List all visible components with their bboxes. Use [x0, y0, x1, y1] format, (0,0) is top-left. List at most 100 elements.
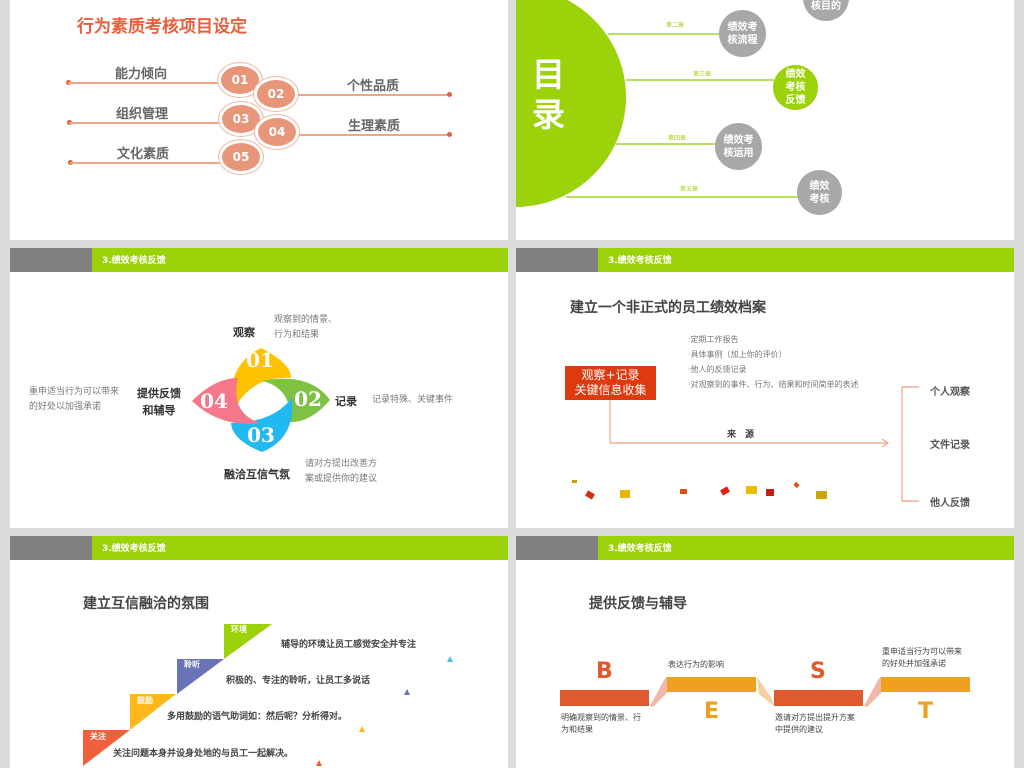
source-arrow: [609, 386, 919, 502]
slide-3-feedback-cycle[interactable]: 3.绩效考核反馈 01 02 03 04 观察 观察到的情景、行为和结果 记录 …: [10, 248, 508, 528]
letter-e: E: [704, 699, 720, 724]
key-info-box: 观察+记录关键信息收集: [565, 366, 656, 400]
confetti: [680, 489, 687, 494]
number-badge: 01: [221, 66, 259, 94]
step-triangle: [130, 694, 176, 730]
chapter-line: [566, 196, 802, 198]
b-text: 明确观察到的情景、行为和结果: [561, 713, 641, 734]
slide-4-performance-file[interactable]: 3.绩效考核反馈 建立一个非正式的员工绩效档案 ·定期工作报告·具体事例（加上你…: [516, 248, 1014, 528]
bar-b: [560, 690, 649, 706]
step-text: 积极的、专注的聆听，让员工多说话: [226, 676, 371, 686]
connector-line: [296, 134, 448, 136]
slide-title: 建立互信融洽的氛围: [83, 596, 209, 612]
step-desc: 重申适当行为可以带来的好处以加强承诺: [29, 387, 120, 412]
connector-line: [296, 94, 448, 96]
confetti: [746, 486, 757, 494]
step-text: 多用鼓励的语气助词如：然后呢？分析得对。: [167, 712, 348, 722]
step-desc: 记录特殊、关键事件: [372, 395, 454, 405]
step-triangle: [83, 730, 130, 766]
bar-t: [881, 677, 970, 692]
chapter-line: [626, 79, 774, 81]
chapter-tag: 第三章: [693, 71, 712, 78]
marker-triangle: [447, 656, 453, 662]
item-label: 生理素质: [348, 119, 401, 134]
header-text: 3.绩效考核反馈: [608, 544, 672, 554]
step-tag: 聆听: [184, 660, 200, 669]
chapter-line: [616, 143, 716, 145]
connector-line: [70, 162, 230, 164]
step-triangle: [177, 659, 224, 694]
chapter-circle[interactable]: 绩效考核目的: [803, 0, 849, 21]
step-number: 03: [247, 423, 275, 447]
petal-03: [231, 398, 293, 452]
header-text: 3.绩效考核反馈: [102, 256, 166, 266]
section-header: 3.绩效考核反馈: [10, 248, 508, 272]
source-item: 个人观察: [930, 387, 970, 398]
header-text: 3.绩效考核反馈: [608, 256, 672, 266]
item-label: 文化素质: [117, 147, 170, 162]
confetti: [620, 490, 630, 498]
step-desc: 观察到的情景、行为和结果: [274, 315, 338, 340]
item-label: 能力倾向: [115, 67, 168, 82]
slide-title: 建立一个非正式的员工绩效档案: [570, 300, 766, 316]
contents-heading: 目录: [532, 55, 565, 134]
chapter-circle[interactable]: 绩效考核流程: [719, 10, 766, 57]
header-text: 3.绩效考核反馈: [102, 544, 166, 554]
chapter-tag: 第二章: [666, 22, 685, 29]
step-name: 记录: [335, 395, 357, 408]
chapter-circle[interactable]: 绩效考核运用: [715, 123, 762, 170]
step-number: 01: [246, 348, 274, 372]
s-text: 邀请对方提出提升方案中提供的建议: [775, 713, 855, 734]
bar-s: [774, 690, 863, 706]
step-triangle: [224, 624, 272, 659]
line-dot: [447, 92, 452, 97]
step-name: 融洽互信气氛: [224, 468, 290, 481]
source-label: 来 源: [727, 430, 755, 440]
t-text: 重申适当行为可以带来的好处并加强承诺: [882, 647, 962, 668]
marker-triangle: [316, 760, 322, 766]
connector-line: [68, 82, 230, 84]
item-label: 个性品质: [347, 79, 400, 94]
staircase: [83, 624, 453, 766]
chapter-circle-active[interactable]: 绩效考核反馈: [773, 65, 818, 110]
chapter-circle[interactable]: 绩效考核: [797, 170, 842, 215]
source-item: 文件记录: [930, 440, 970, 451]
source-item: 他人反馈: [930, 498, 970, 509]
confetti: [766, 489, 774, 496]
step-text: 辅导的环境让员工感觉安全并专注: [281, 640, 417, 650]
slide-1-quality-items[interactable]: 行为素质考核项目设定 能力倾向 组织管理 文化素质 个性品质 生理素质 01 0…: [10, 0, 508, 240]
petal-04: [192, 378, 260, 424]
chapter-line: [608, 33, 720, 35]
number-badge: 03: [222, 105, 260, 133]
marker-triangle: [359, 726, 365, 732]
slide-5-trust-atmosphere[interactable]: 3.绩效考核反馈 建立互信融洽的氛围 关注 鼓励 聆听 环境 关注问题本身并设身…: [10, 536, 508, 768]
chapter-tag: 第五章: [680, 186, 699, 193]
letter-b: B: [596, 659, 613, 684]
confetti: [572, 480, 577, 483]
slide-6-best-feedback[interactable]: 3.绩效考核反馈 提供反馈与辅导 B E S T 明确观察到的情景、行为和结果 …: [516, 536, 1014, 768]
section-header: 3.绩效考核反馈: [10, 536, 508, 560]
connector: [650, 676, 668, 707]
section-header: 3.绩效考核反馈: [516, 248, 1014, 272]
number-badge: 02: [257, 80, 295, 108]
item-label: 组织管理: [116, 107, 169, 122]
number-badge: 04: [258, 118, 296, 146]
petal-02: [262, 378, 330, 423]
step-tag: 关注: [90, 732, 106, 741]
marker-triangle: [404, 689, 410, 695]
number-badge: 05: [222, 143, 260, 171]
connector: [757, 677, 774, 706]
section-header: 3.绩效考核反馈: [516, 536, 1014, 560]
step-tag: 环境: [231, 625, 247, 634]
step-tag: 鼓励: [137, 696, 153, 705]
step-desc: 请对方提出改善方案或提供你的建议: [305, 459, 378, 484]
confetti: [816, 491, 827, 499]
letter-t: T: [918, 699, 934, 724]
slide-title: 提供反馈与辅导: [589, 596, 687, 612]
slide-2-contents[interactable]: 目录 第二章 第三章 第四章 第五章 绩效考核目的 绩效考核流程 绩效考核反馈 …: [516, 0, 1014, 240]
bar-e: [667, 677, 756, 692]
step-number: 02: [294, 387, 322, 411]
line-dot: [447, 132, 452, 137]
petal-01: [229, 348, 292, 408]
chapter-tag: 第四章: [668, 135, 687, 142]
